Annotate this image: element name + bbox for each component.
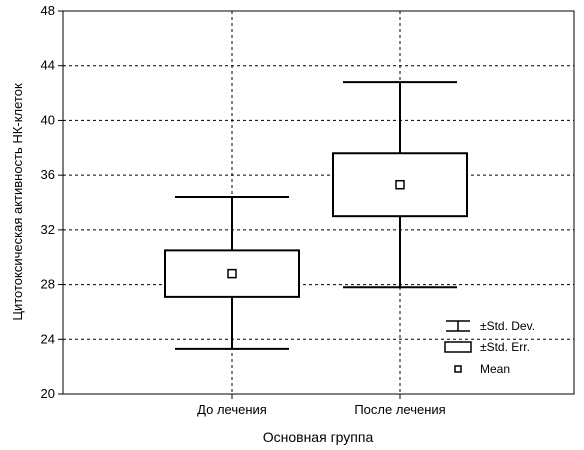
grid-lines	[63, 11, 574, 394]
x-tick-label: До лечения	[197, 402, 267, 417]
box-group	[164, 196, 300, 350]
legend-label-se: ±Std. Err.	[480, 340, 530, 354]
y-tick-label: 28	[41, 277, 55, 292]
box-group	[332, 81, 468, 289]
mean-marker	[227, 268, 237, 279]
y-tick-label: 40	[41, 112, 55, 127]
y-tick-label: 48	[41, 3, 55, 18]
y-tick-label: 44	[41, 58, 55, 73]
x-tick-label: После лечения	[354, 402, 445, 417]
legend-label-mean: Mean	[480, 362, 510, 376]
box-series	[164, 81, 468, 350]
x-axis-ticks: До лечения После лечения	[197, 394, 446, 417]
legend-label-sd: ±Std. Dev.	[480, 319, 535, 333]
mean-marker	[395, 179, 405, 190]
y-tick-label: 36	[41, 167, 55, 182]
y-tick-label: 32	[41, 222, 55, 237]
x-axis-label: Основная группа	[263, 429, 374, 445]
legend-mean-symbol	[454, 365, 462, 373]
y-tick-label: 24	[41, 331, 55, 346]
y-tick-label: 20	[41, 386, 55, 401]
y-axis-ticks: 20 24 28 32 36 40 44 48	[41, 3, 63, 401]
plot-area-frame	[62, 10, 575, 395]
y-axis-label: Цитотоксическая активность НК-клеток	[10, 83, 25, 321]
legend: ±Std. Dev. ±Std. Err. Mean	[444, 319, 535, 376]
legend-se-symbol	[444, 341, 472, 353]
